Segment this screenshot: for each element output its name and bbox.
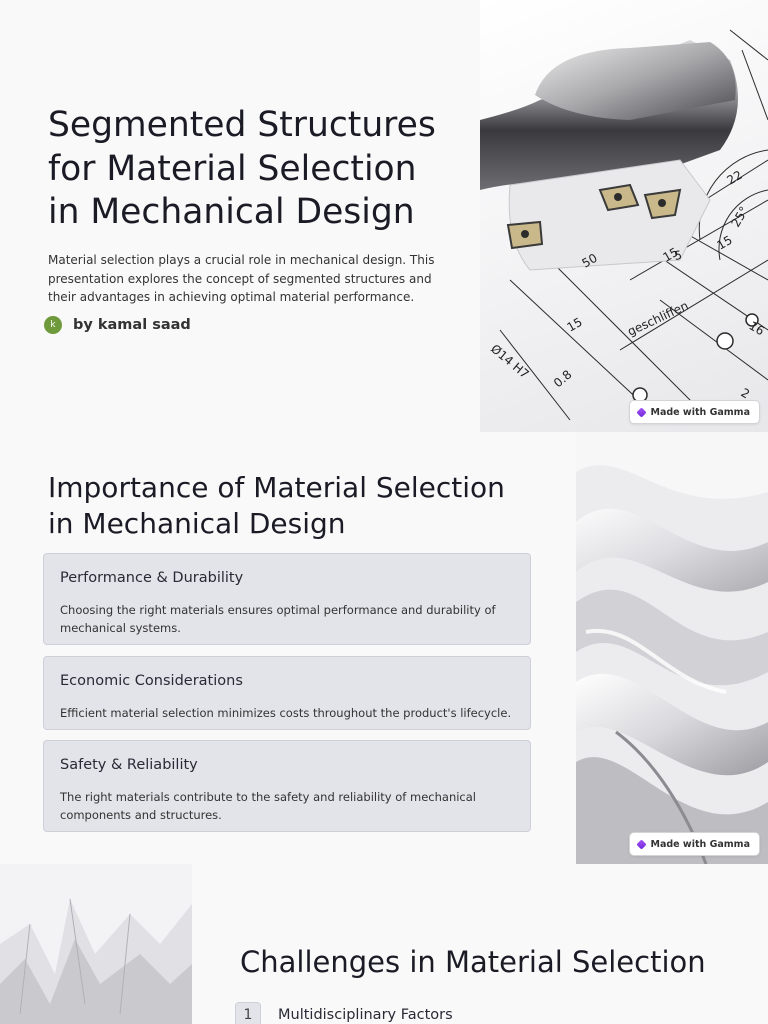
title-slide: Segmented Structures for Material Select… bbox=[0, 0, 768, 432]
step-number: 1 bbox=[235, 1002, 261, 1024]
importance-slide: Importance of Material Selection in Mech… bbox=[0, 432, 768, 864]
card-title: Performance & Durability bbox=[60, 570, 244, 586]
author-name: by kamal saad bbox=[73, 317, 191, 333]
abstract-waves-illustration bbox=[576, 432, 768, 864]
author-line: k by kamal saad bbox=[44, 316, 191, 334]
drawing-label: 15 bbox=[715, 233, 735, 253]
card-body: Efficient material selection minimizes c… bbox=[60, 706, 512, 720]
card-body: Choosing the right materials ensures opt… bbox=[60, 603, 496, 635]
abstract-peaks-image bbox=[0, 864, 192, 1024]
drawing-label: 50 bbox=[580, 251, 600, 271]
gamma-logo-icon bbox=[635, 838, 647, 850]
abstract-peaks-illustration bbox=[0, 864, 192, 1024]
drawing-label: 15 bbox=[661, 245, 681, 265]
card-safety-reliability: Safety & Reliability The right materials… bbox=[43, 740, 531, 832]
drawing-label: 16 bbox=[747, 318, 767, 338]
slide-description: Material selection plays a crucial role … bbox=[48, 253, 435, 305]
step-label: Multidisciplinary Factors bbox=[278, 1007, 453, 1023]
challenges-slide: Challenges in Material Selection 1 Multi… bbox=[0, 864, 768, 1024]
drawing-label: 5 bbox=[673, 248, 683, 263]
slide-title: Challenges in Material Selection bbox=[240, 945, 706, 979]
made-with-gamma-badge[interactable]: Made with Gamma bbox=[628, 400, 760, 424]
drawing-label: 22 bbox=[725, 168, 745, 188]
badge-label: Made with Gamma bbox=[650, 838, 750, 850]
step-item: 1 Multidisciplinary Factors bbox=[235, 1002, 453, 1024]
drawing-label: geschliffen bbox=[625, 298, 690, 338]
slide-title: Importance of Material Selection in Mech… bbox=[48, 471, 505, 540]
card-title: Economic Considerations bbox=[60, 673, 243, 689]
drawing-label: Ø14 H7 bbox=[488, 342, 532, 382]
drawing-label: 0.8 bbox=[551, 367, 575, 390]
slide-title: Segmented Structures for Material Select… bbox=[48, 105, 436, 232]
gamma-logo-icon bbox=[635, 406, 647, 418]
card-economic-considerations: Economic Considerations Efficient materi… bbox=[43, 656, 531, 730]
drawing-label: 25° bbox=[728, 204, 751, 229]
badge-label: Made with Gamma bbox=[650, 406, 750, 418]
card-performance-durability: Performance & Durability Choosing the ri… bbox=[43, 553, 531, 645]
avatar: k bbox=[44, 316, 62, 334]
abstract-waves-image: Made with Gamma bbox=[576, 432, 768, 864]
made-with-gamma-badge[interactable]: Made with Gamma bbox=[628, 832, 760, 856]
card-body: The right materials contribute to the sa… bbox=[60, 790, 476, 822]
drawing-label: 15 bbox=[565, 315, 585, 335]
card-title: Safety & Reliability bbox=[60, 757, 198, 773]
